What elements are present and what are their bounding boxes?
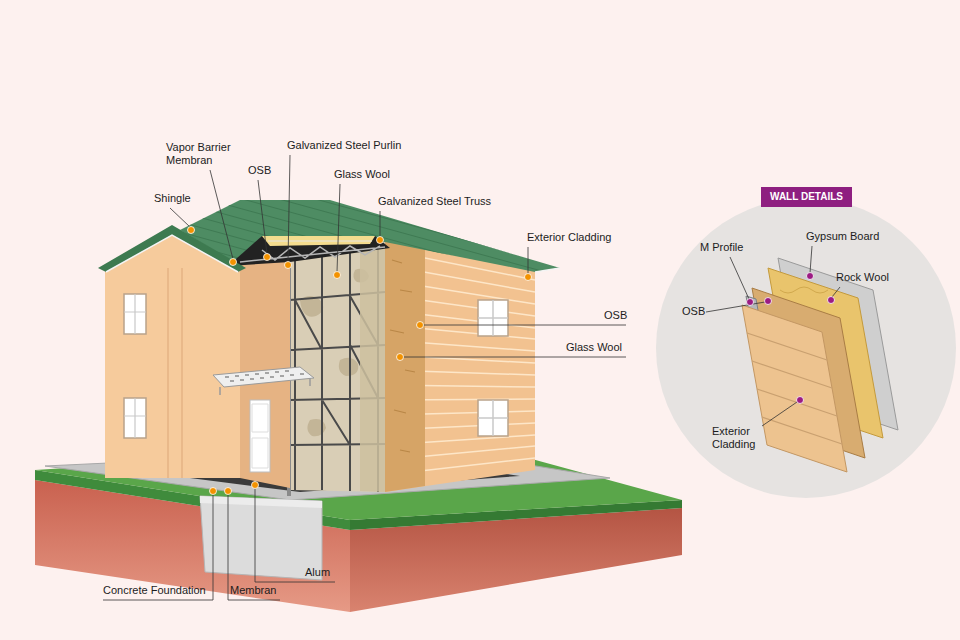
callout-dot <box>188 227 532 495</box>
callout-dot <box>285 262 292 269</box>
callout-dot <box>525 274 532 281</box>
callout-dot <box>225 488 232 495</box>
detail-label: Rock Wool <box>836 271 889 284</box>
exterior-cladding <box>385 236 535 492</box>
callout-dot <box>417 322 424 329</box>
balcony-grid <box>225 371 304 381</box>
concrete-foundation <box>200 496 322 580</box>
detail-dot <box>765 298 772 305</box>
part-label: Glass Wool <box>334 168 390 181</box>
detail-dot <box>828 297 835 304</box>
osb-layer <box>385 238 425 492</box>
osb-texture <box>390 260 415 452</box>
detail-dot <box>807 273 814 280</box>
part-label: Shingle <box>154 192 191 205</box>
window-bars <box>124 294 146 334</box>
section-tag: WALL DETAILS <box>761 187 852 207</box>
detail-label: Exterior Cladding <box>712 425 768 451</box>
leader-line <box>103 155 626 600</box>
steel-frame <box>290 242 385 492</box>
part-label: Vapor Barrier Membran <box>166 141 246 167</box>
window <box>124 294 146 334</box>
detail-circle <box>656 198 956 498</box>
part-label: Glass Wool <box>566 341 622 354</box>
shingle-rows <box>100 140 600 357</box>
part-label: Galvanized Steel Truss <box>378 195 491 208</box>
fascia <box>106 235 238 272</box>
window <box>478 300 508 436</box>
door <box>250 400 270 472</box>
detail-dot <box>747 273 835 404</box>
concrete-foundation <box>200 496 322 508</box>
part-label: Concrete Foundation <box>103 584 206 597</box>
callout-dot <box>252 482 259 489</box>
glass-wool-layer <box>360 246 385 492</box>
fascia <box>535 268 560 272</box>
gable-roof <box>98 225 246 272</box>
exterior-cladding <box>742 305 847 472</box>
balcony-edge <box>220 378 310 395</box>
pilaster <box>168 268 182 478</box>
window-bars <box>478 400 508 436</box>
callout-dot <box>397 354 404 361</box>
part-label: Membran <box>230 584 276 597</box>
callout-dot <box>230 259 237 266</box>
glass-wool-roof <box>262 236 375 246</box>
detail-dot <box>797 397 804 404</box>
detail-dot <box>747 299 754 306</box>
part-label: Alum <box>305 566 330 579</box>
steel-purlin <box>268 241 372 242</box>
tag-text: WALL DETAILS <box>770 191 843 203</box>
window-bars <box>478 300 508 336</box>
door-panels <box>252 404 268 468</box>
balcony <box>213 367 314 387</box>
glass-wool-infill <box>290 240 385 492</box>
callout-dot <box>210 488 217 495</box>
callout-dot <box>377 237 384 244</box>
callout-dot <box>334 272 341 279</box>
front-wall <box>105 232 240 478</box>
steel-truss <box>240 246 385 262</box>
window <box>124 398 146 438</box>
part-label: OSB <box>604 309 627 322</box>
window-bars <box>124 398 146 438</box>
part-label: OSB <box>248 164 271 177</box>
detail-label: M Profile <box>700 241 743 254</box>
detail-label: Gypsum Board <box>806 230 879 243</box>
window <box>478 300 508 336</box>
shingle-roof <box>180 200 560 272</box>
leader-line <box>706 246 840 426</box>
detail-label: OSB <box>682 305 705 318</box>
part-label: Exterior Cladding <box>527 231 611 244</box>
roof-cutaway <box>228 236 390 266</box>
window <box>478 400 508 436</box>
callout-dot <box>188 227 195 234</box>
callout-dot <box>264 254 271 261</box>
cladding-joints <box>747 333 842 444</box>
part-label: Galvanized Steel Purlin <box>287 139 401 152</box>
